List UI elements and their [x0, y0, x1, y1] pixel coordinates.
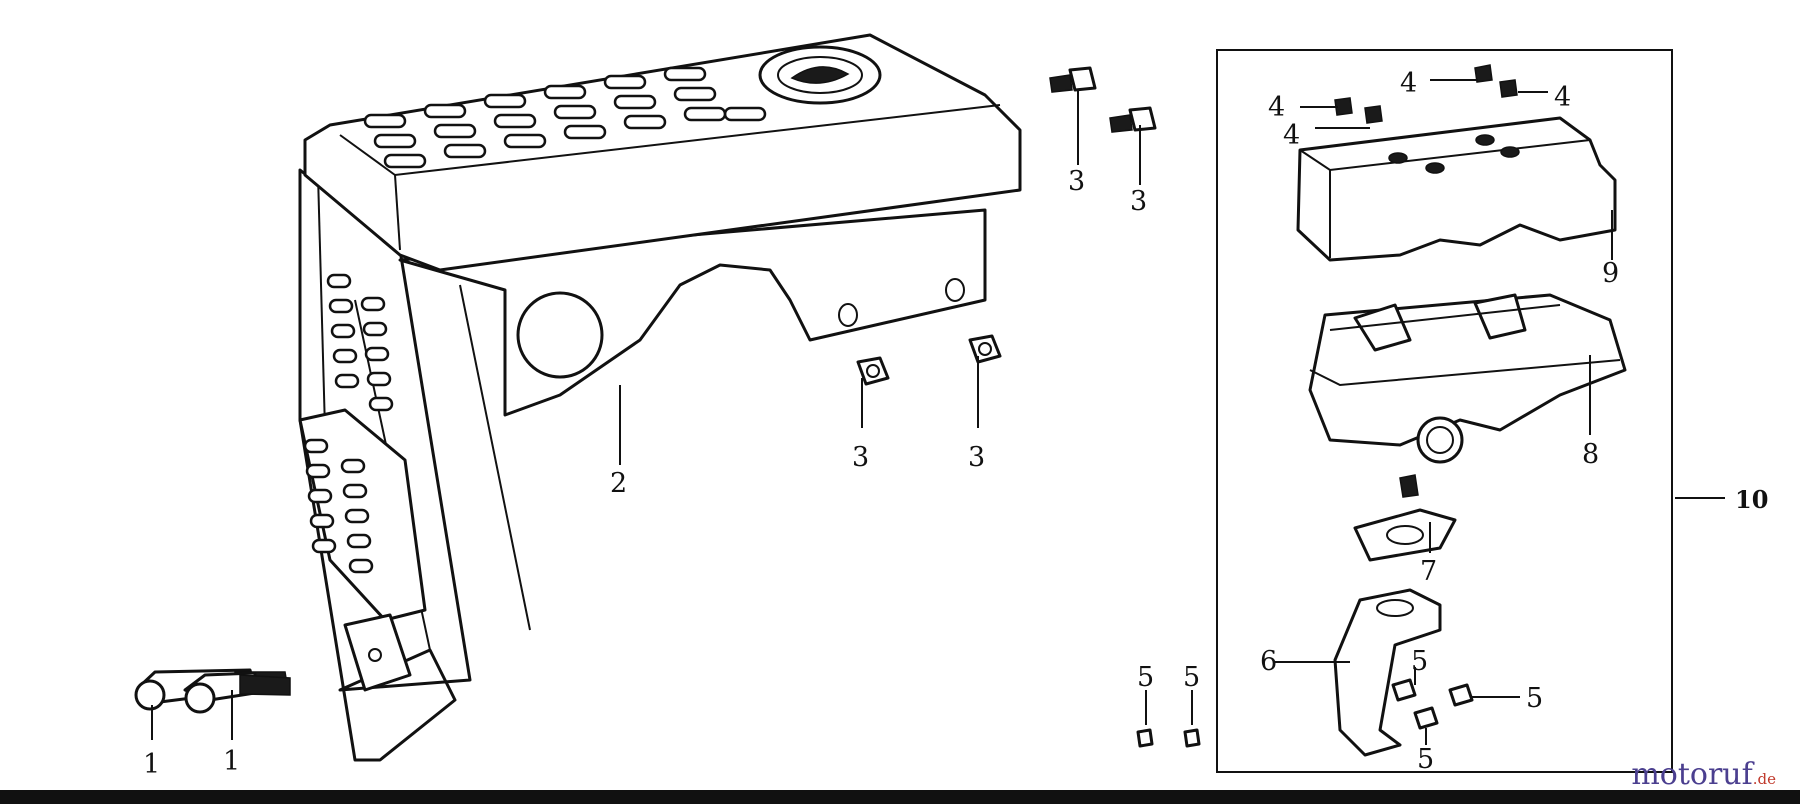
footer-bar: [0, 790, 1800, 804]
callout-9: 9: [1602, 258, 1619, 289]
nut-part-3-lower: [856, 334, 1002, 386]
callout-3b: 3: [1130, 186, 1147, 217]
callout-6: 6: [1260, 646, 1277, 677]
callout-4b: 4: [1554, 82, 1571, 113]
nut-part-5: [1136, 678, 1474, 748]
callout-3c: 3: [852, 442, 869, 473]
callout-5d: 5: [1526, 683, 1543, 714]
exhaust-bracket-part-6: [1333, 588, 1442, 757]
callout-3d: 3: [968, 442, 985, 473]
callout-4a: 4: [1400, 68, 1417, 99]
muffler-part-8: [1308, 293, 1627, 498]
callout-4d: 4: [1283, 120, 1300, 151]
bolt-part-3-upper: [1049, 66, 1157, 133]
watermark-logo: motoruf.de: [1631, 757, 1776, 792]
top-vent-slots: [363, 66, 767, 169]
watermark-name: motoruf: [1631, 757, 1753, 792]
callout-1a: 1: [143, 749, 160, 780]
gasket-part-7: [1353, 508, 1457, 562]
callout-5b: 5: [1183, 662, 1200, 693]
muffler-cover-part-9: [1296, 116, 1617, 262]
heat-shield-part-2: [298, 33, 1022, 762]
watermark-tld: .de: [1752, 770, 1776, 788]
guard-slots: [303, 438, 374, 574]
kit-box-part-10: [1216, 49, 1673, 773]
callout-10: 10: [1735, 485, 1768, 514]
leader-lines: [151, 79, 1725, 745]
callout-labels: 1 1 2 3 3 3 3 4 4 4 4 5 5 5 5 5 6 7 8 9 …: [143, 68, 1768, 780]
callout-1b: 1: [223, 746, 240, 777]
side-vent-slots: [326, 273, 394, 412]
callout-4c: 4: [1268, 92, 1285, 123]
bolt-part-1: [134, 668, 291, 714]
callout-2: 2: [610, 468, 627, 499]
callout-5c: 5: [1411, 646, 1428, 677]
callout-5e: 5: [1417, 744, 1434, 775]
callout-3a: 3: [1068, 166, 1085, 197]
callout-5a: 5: [1137, 662, 1154, 693]
callout-7: 7: [1420, 556, 1437, 587]
screw-part-4: [1334, 64, 1518, 124]
callout-8: 8: [1582, 439, 1599, 470]
